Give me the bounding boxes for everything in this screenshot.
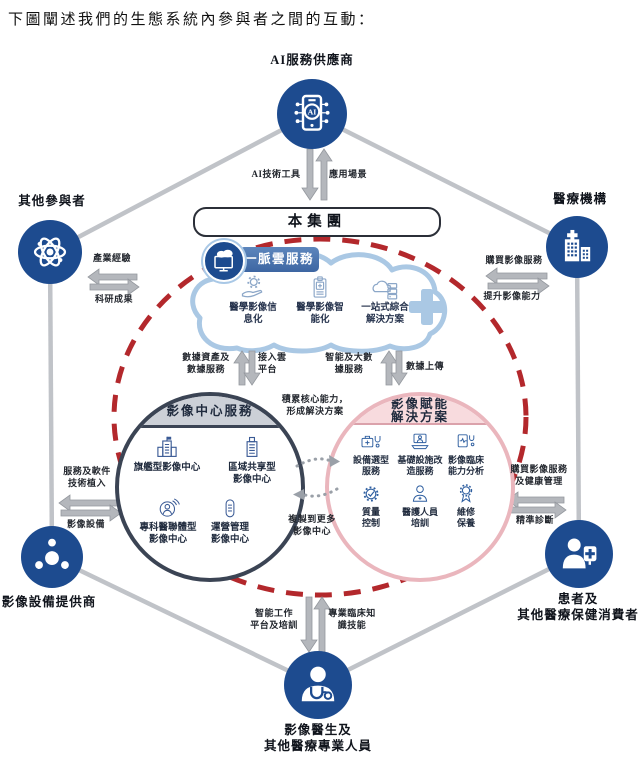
clipboard-plus-icon xyxy=(313,276,327,298)
managed-tower-icon xyxy=(225,499,235,518)
node-label-equipment-providers: 影像設備提供商 xyxy=(1,595,97,609)
ai-phone-icon: AI xyxy=(294,94,330,131)
gear-check-icon xyxy=(363,486,379,502)
connector-lines xyxy=(47,111,582,688)
people-group-icon xyxy=(32,538,72,573)
doctors-node xyxy=(284,651,352,719)
flow-arrows xyxy=(58,148,567,653)
item-maintenance: 維修 保養 xyxy=(432,482,500,530)
flow-cloud-access: 接入雲 平台 xyxy=(258,352,287,374)
cloud-service-pill: 一脈雲服務 xyxy=(239,247,319,272)
monitor-cloud-icon xyxy=(203,240,245,282)
specialist-person-icon xyxy=(159,498,180,517)
group-box: 本集團 xyxy=(193,207,441,237)
item-quality-control: 質量 控制 xyxy=(337,482,405,530)
flow-imaging-equipment: 影像設備 xyxy=(66,519,105,529)
flow-app-scenarios: 應用場景 xyxy=(328,169,367,179)
item-flagship-center: 旗艦型影像中心 xyxy=(129,434,205,475)
item-clinical-analysis: 影像臨床 能力分析 xyxy=(431,430,501,478)
other-participants-node xyxy=(18,220,82,284)
medical-institutions-node xyxy=(546,216,608,278)
hand-gear-icon xyxy=(241,275,263,298)
award-ribbon-icon xyxy=(459,484,473,503)
flow-research-results: 科研成果 xyxy=(94,294,133,304)
empowerment-header: 影像賦能 解決方案 xyxy=(390,397,449,424)
node-label-doctors: 影像醫生及 其他醫療專業人員 xyxy=(263,723,372,754)
item-staff-training: 醫護人員 培訓 xyxy=(383,482,457,530)
ai-provider-node: AI xyxy=(277,79,347,149)
flow-clinical-knowledge: 專業臨床知 識技能 xyxy=(328,608,376,630)
flow-service-software: 服務及軟件 技術植入 xyxy=(63,466,111,488)
atom-icon xyxy=(33,237,67,267)
doctor-stethoscope-icon xyxy=(301,666,335,702)
node-label-patients: 患者及 其他醫療保健消費者 xyxy=(517,592,639,623)
laptop-person-icon xyxy=(411,433,429,450)
medical-kit-icon xyxy=(361,435,381,448)
flow-smart-bigdata: 智能及大數 據服務 xyxy=(325,352,373,374)
red-dashed-circle xyxy=(111,236,529,598)
flow-ai-tools: AI技術工具 xyxy=(251,169,301,179)
cloud-server-icon xyxy=(372,280,398,300)
regional-building-icon xyxy=(246,436,258,457)
medical-staff-icon xyxy=(412,485,428,502)
flow-improve-capability: 提升影像能力 xyxy=(483,291,541,301)
patient-shield-icon xyxy=(562,538,597,569)
svg-text:AI: AI xyxy=(308,108,317,117)
cloud-item-intelligence: 醫學影像智 能化 xyxy=(280,274,360,327)
page-title: 下圖闡述我們的生態系統內參與者之間的互動： xyxy=(8,12,376,28)
flagship-building-icon xyxy=(157,436,177,457)
cloud-item-informatization: 醫學影像信 息化 xyxy=(213,274,293,327)
plus-icon xyxy=(409,289,445,325)
imaging-center-header: 影像中心服務 xyxy=(166,404,254,418)
clipboard-stethoscope-icon xyxy=(457,434,475,448)
flow-smart-platform: 智能工作 平台及培訓 xyxy=(250,608,298,630)
item-specialist-center: 專科醫聯體型 影像中心 xyxy=(125,496,211,547)
flow-accumulate-core: 積累核心能力， 形成解決方案 xyxy=(281,394,349,416)
item-managed-center: 運營管理 影像中心 xyxy=(194,496,266,547)
flow-purchase-imaging: 購買影像服務 xyxy=(485,255,543,265)
imaging-center-banner: 影像中心服務 xyxy=(119,396,301,428)
node-label-ai-provider: AI服務供應商 xyxy=(270,53,354,67)
item-equipment-selection: 設備選型 服務 xyxy=(337,430,405,478)
empowerment-circle: 影像賦能 解決方案 設備選型 服務 xyxy=(325,392,515,582)
cloud-item-one-stop: 一站式綜合 解決方案 xyxy=(343,274,427,327)
flow-replicate-more: 複製到更多 影像中心 xyxy=(288,514,336,536)
node-label-other-participants: 其他參與者 xyxy=(18,194,86,208)
flow-data-upload: 數據上傳 xyxy=(405,361,444,371)
patients-node xyxy=(545,520,613,588)
equipment-providers-node xyxy=(21,526,83,588)
node-label-medical-institutions: 醫療機構 xyxy=(552,192,607,206)
flow-data-assets: 數據資產及 數據服務 xyxy=(182,352,230,374)
empowerment-banner: 影像賦能 解決方案 xyxy=(329,396,511,425)
item-infrastructure: 基礎設施改 造服務 xyxy=(385,430,455,478)
item-regional-center: 區域共享型 影像中心 xyxy=(214,434,290,487)
flow-precise-diagnosis: 精準診斷 xyxy=(515,515,554,525)
hospital-icon xyxy=(564,229,591,262)
flow-industry-experience: 產業經驗 xyxy=(92,253,131,263)
imaging-center-circle: 影像中心服務 旗艦型影像中心 xyxy=(115,392,305,582)
flow-purchase-health: 購買影像服務 及健康管理 xyxy=(510,464,568,486)
